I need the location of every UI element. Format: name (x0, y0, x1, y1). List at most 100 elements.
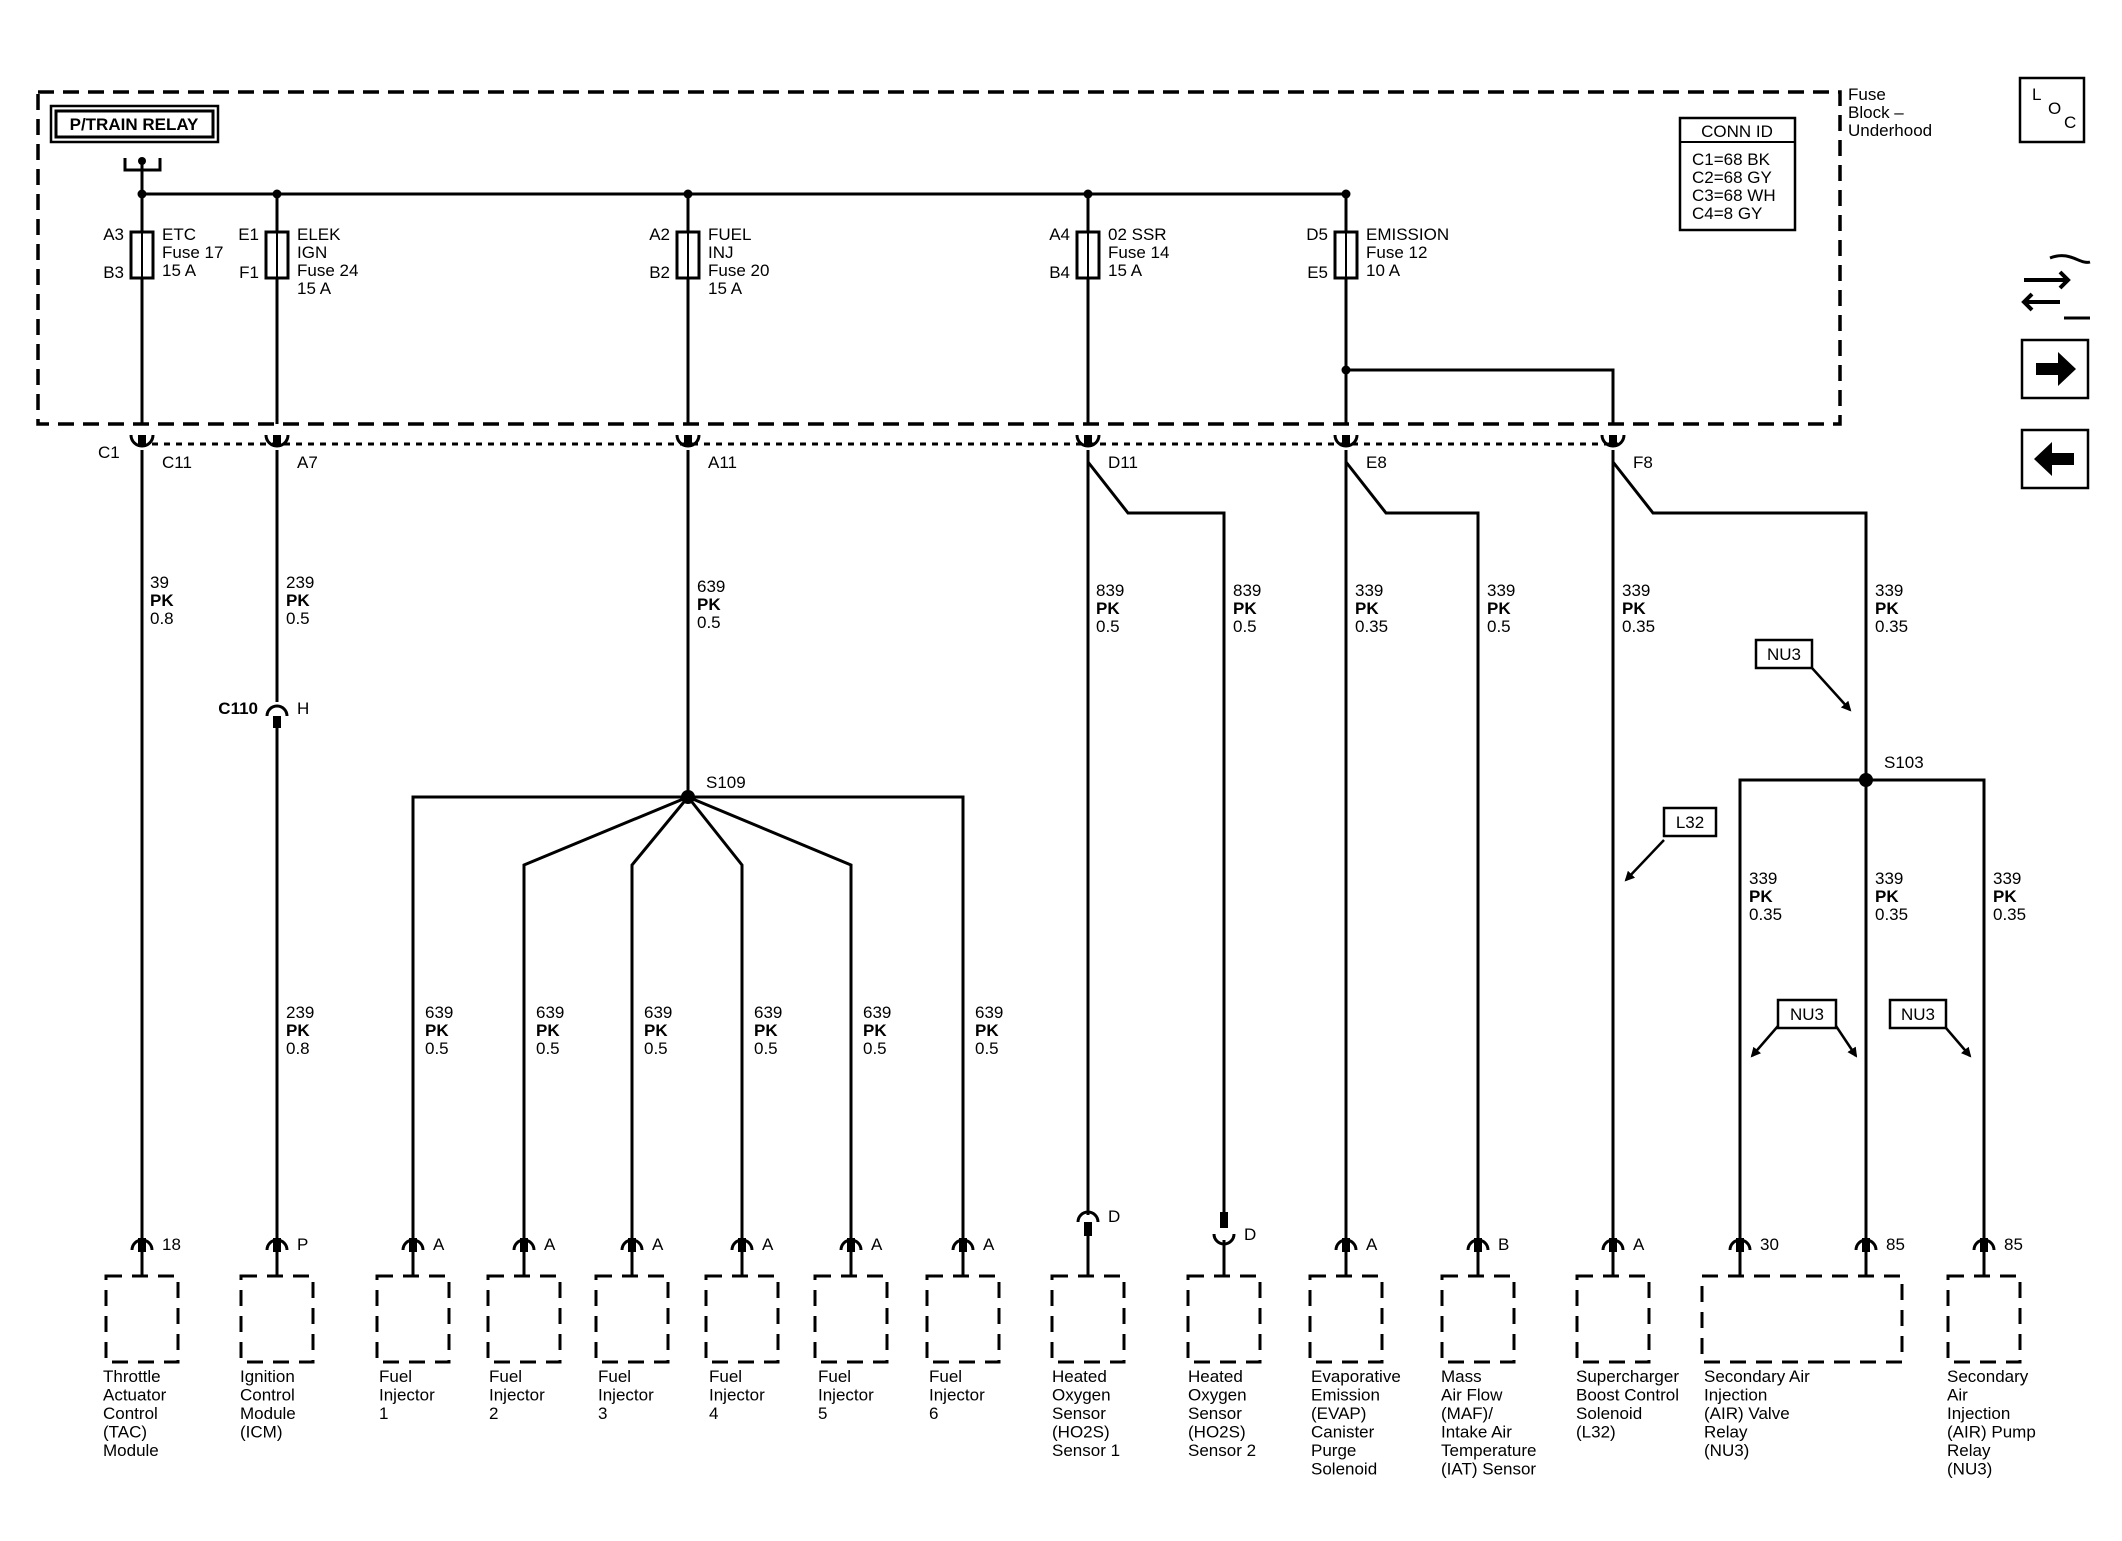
wire-gauge: 0.5 (863, 1039, 887, 1058)
component-label: Intake Air (1441, 1423, 1512, 1442)
fuse-label: Fuse 24 (297, 261, 358, 280)
component-pin-label: 18 (162, 1235, 181, 1254)
wire-color: PK (1355, 599, 1379, 618)
component-pin-label: A (1366, 1235, 1378, 1254)
emission-branch (1346, 368, 1615, 424)
fuse-label: Fuse 20 (708, 261, 769, 280)
component-pin-label: P (297, 1235, 308, 1254)
fuse-label: 15 A (708, 279, 743, 298)
wire-gauge: 0.5 (286, 609, 310, 628)
component-label: Fuel (929, 1367, 962, 1386)
wire-color: PK (697, 595, 721, 614)
component-pin-label: 30 (1760, 1235, 1779, 1254)
component-pin: A (512, 1235, 556, 1276)
svg-text:L: L (2032, 85, 2041, 104)
option-nu3-callout: NU3 (1754, 638, 1852, 712)
c1-pin-label: A11 (708, 453, 737, 472)
component-label: Relay (1704, 1423, 1748, 1442)
wire-circuit-number: 639 (425, 1003, 453, 1022)
fuse-label: Fuse 17 (162, 243, 223, 262)
component-pin: A (951, 1235, 995, 1276)
fuse-label: 15 A (1108, 261, 1143, 280)
fuse-block-boundary (36, 90, 1842, 426)
component-pin-label: D (1244, 1225, 1256, 1244)
component-label: (IAT) Sensor (1441, 1460, 1536, 1479)
component-label: (HO2S) (1052, 1423, 1110, 1442)
component-label: Evaporative (1311, 1367, 1401, 1386)
c1-pin-label: D11 (1108, 453, 1138, 472)
component-label: (EVAP) (1311, 1404, 1366, 1423)
component-pin: D (1212, 1212, 1256, 1276)
fuse-pin-label: B4 (1049, 263, 1070, 282)
component-label: (HO2S) (1188, 1423, 1246, 1442)
component-label: Fuel (379, 1367, 412, 1386)
component-label: Injector (818, 1386, 874, 1405)
wire-circuit-number: 639 (697, 577, 725, 596)
c1-pin (129, 434, 155, 448)
component-pin-label: D (1108, 1207, 1120, 1226)
component-label: (MAF)/ (1441, 1404, 1493, 1423)
fuse-label: ETC (162, 225, 196, 244)
svg-text:C3=68 WH: C3=68 WH (1692, 186, 1776, 205)
component-label: Air (1947, 1386, 1968, 1405)
component-label: 1 (379, 1404, 388, 1423)
wire-gauge: 0.8 (286, 1039, 310, 1058)
wire-color: PK (1749, 887, 1773, 906)
component-label: (L32) (1576, 1423, 1616, 1442)
arrow-left-icon[interactable] (2020, 428, 2090, 490)
component-label: Fuel (709, 1367, 742, 1386)
fuse-label: 02 SSR (1108, 225, 1167, 244)
loc-icon[interactable]: L O C (2018, 76, 2086, 144)
connector-swap-icon[interactable] (2021, 254, 2091, 320)
component-pin: 85 (1854, 1235, 1905, 1276)
option-l32-callout: L32 (1624, 806, 1718, 882)
wire-gauge: 0.35 (1355, 617, 1388, 636)
svg-text:NU3: NU3 (1790, 1005, 1824, 1024)
component-pin: B (1466, 1235, 1509, 1276)
component-label: Temperature (1441, 1441, 1536, 1460)
component-label: Fuel (489, 1367, 522, 1386)
svg-text:C110: C110 (218, 699, 258, 718)
component-label: Ignition (240, 1367, 295, 1386)
fuse-pin-label: E1 (238, 225, 259, 244)
wire-circuit-number: 339 (1749, 869, 1777, 888)
c110-connector: C110 H (218, 699, 309, 728)
wire-color: PK (975, 1021, 999, 1040)
fuse-label: 10 A (1366, 261, 1401, 280)
wire-circuit-number: 639 (863, 1003, 891, 1022)
component-label: (NU3) (1704, 1441, 1749, 1460)
wire-maf (1344, 461, 1480, 1238)
injector-wire (630, 796, 690, 1238)
component-label: (ICM) (240, 1423, 282, 1442)
injector-wire (686, 796, 744, 1238)
svg-text:C2=68 GY: C2=68 GY (1692, 168, 1772, 187)
component-pin-label: A (544, 1235, 556, 1254)
wire-gauge: 0.5 (425, 1039, 449, 1058)
component-label: (TAC) (103, 1423, 147, 1442)
svg-text:NU3: NU3 (1767, 645, 1801, 664)
component-label: Solenoid (1576, 1404, 1642, 1423)
wire-color: PK (425, 1021, 449, 1040)
splice-dot (1341, 365, 1351, 375)
component-label: Oxygen (1188, 1386, 1247, 1405)
component-label: Heated (1052, 1367, 1107, 1386)
fuse-pin-label: B2 (649, 263, 670, 282)
component-pin-label: A (652, 1235, 664, 1254)
component-pin: A (1601, 1235, 1645, 1276)
arrow-right-icon[interactable] (2020, 338, 2090, 400)
component-label: Injector (709, 1386, 765, 1405)
component-label: Injector (598, 1386, 654, 1405)
wire-gauge: 0.35 (1993, 905, 2026, 924)
component-pin: 85 (1972, 1235, 2023, 1276)
component-label: Actuator (103, 1386, 167, 1405)
